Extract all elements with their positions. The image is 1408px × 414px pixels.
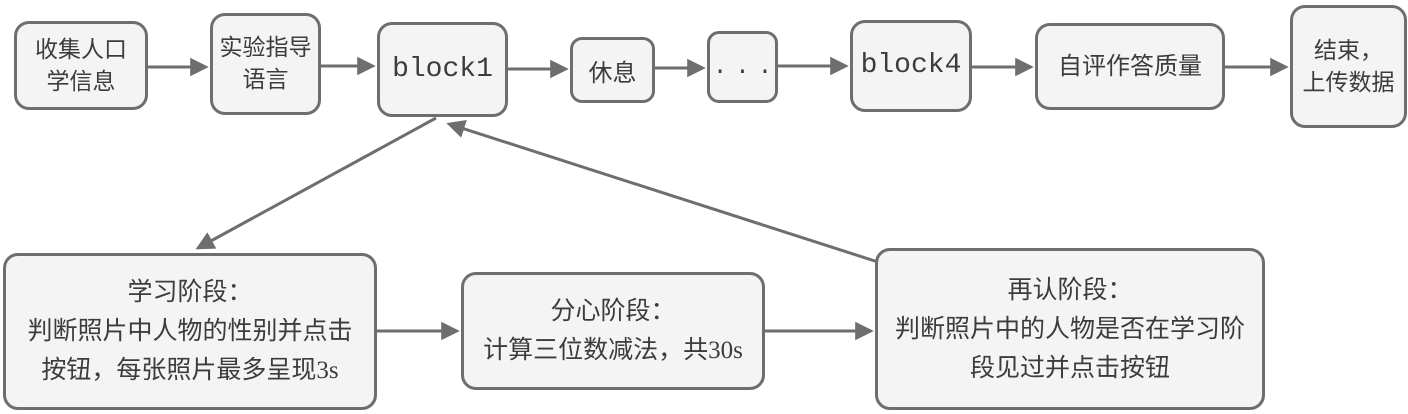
node-collect-demographics-label: 收集人口 学信息 [35,36,127,94]
node-block1-label: block1 [392,53,493,85]
arrow-block1-to-study [195,116,437,250]
node-collect-demographics: 收集人口 学信息 [14,21,148,110]
arrow-recognition-to-block1 [446,119,879,264]
node-distraction-phase-label: 分心阶段： 计算三位数减法，共30s [483,298,743,364]
node-experiment-instructions-label: 实验指导 语言 [219,35,312,92]
node-block4: block4 [850,20,972,112]
node-ellipsis-label: ... [712,53,781,81]
node-self-rate-quality-label: 自评作答质量 [1058,53,1202,80]
node-self-rate-quality: 自评作答质量 [1035,23,1225,110]
node-rest: 休息 [570,37,655,103]
node-recognition-phase: 再认阶段： 判断照片中的人物是否在学习阶 段见过并点击按钮 [875,248,1265,410]
node-recognition-phase-label: 再认阶段： 判断照片中的人物是否在学习阶 段见过并点击按钮 [894,276,1245,382]
node-study-phase: 学习阶段： 判断照片中人物的性别并点击 按钮，每张照片最多呈现3s [3,253,377,410]
node-ellipsis: ... [707,31,778,103]
node-rest-label: 休息 [588,60,637,87]
node-end-upload-data-label: 结束， 上传数据 [1302,37,1395,95]
node-experiment-instructions: 实验指导 语言 [210,13,321,115]
node-block4-label: block4 [860,50,962,81]
node-end-upload-data: 结束， 上传数据 [1290,5,1407,128]
node-block1: block1 [377,22,508,117]
node-distraction-phase: 分心阶段： 计算三位数减法，共30s [461,272,765,390]
node-study-phase-label: 学习阶段： 判断照片中人物的性别并点击 按钮，每张照片最多呈现3s [27,279,353,384]
